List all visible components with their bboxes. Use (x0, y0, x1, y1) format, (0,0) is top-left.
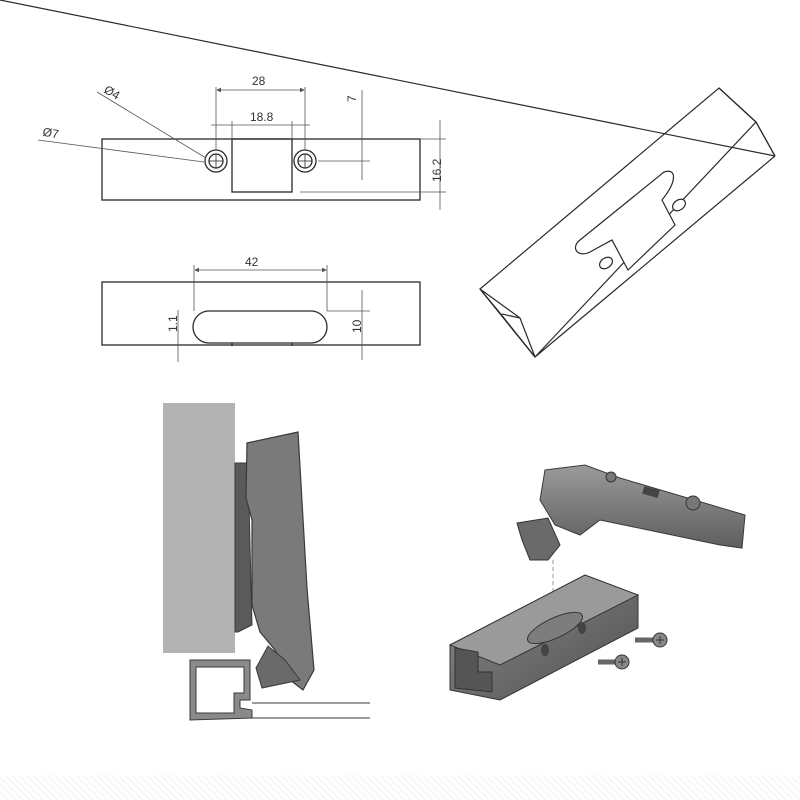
hinge-screw-head (685, 495, 701, 511)
screw-icon (635, 632, 668, 648)
hinge-arm (255, 645, 301, 689)
screw-icon (598, 654, 630, 670)
dim-cutout-width: 18.8 (250, 110, 274, 124)
dim-slot-length: 42 (245, 255, 259, 269)
dim-hole-offset: 7 (345, 95, 359, 102)
dim-profile-height: 16.2 (430, 158, 444, 182)
iso-slot (575, 170, 676, 271)
profile-slot-3d (526, 611, 584, 645)
isometric-profile (0, 0, 776, 358)
cutout-rect (231, 138, 293, 193)
front-view-drawing (101, 138, 421, 201)
hinge-window (642, 486, 660, 498)
hinge-arm-3d (539, 464, 746, 549)
slot-view-dimensions (177, 265, 370, 362)
dim-slot-offset: 1.1 (166, 315, 180, 332)
exploded-view (448, 464, 746, 701)
section-view (163, 403, 370, 721)
bottom-texture (0, 775, 800, 800)
slot-outline (192, 310, 328, 344)
hinge-cup-3d (516, 517, 561, 561)
dim-inner-dia: Ø4 (102, 82, 123, 102)
profile-outline (101, 281, 421, 346)
iso-hole-right (671, 198, 687, 212)
frame-profile (189, 659, 253, 721)
dim-hole-spacing: 28 (252, 74, 266, 88)
hinge-body (245, 431, 315, 691)
wall-panel (163, 403, 235, 653)
profile-groove (454, 647, 493, 693)
front-view-dimensions (37, 87, 446, 210)
profile-outline (101, 138, 421, 201)
dim-outer-dia: Ø7 (42, 125, 61, 142)
iso-hole-left (598, 256, 614, 270)
dim-slot-height: 10 (350, 319, 364, 333)
slot-view-drawing (101, 281, 421, 346)
